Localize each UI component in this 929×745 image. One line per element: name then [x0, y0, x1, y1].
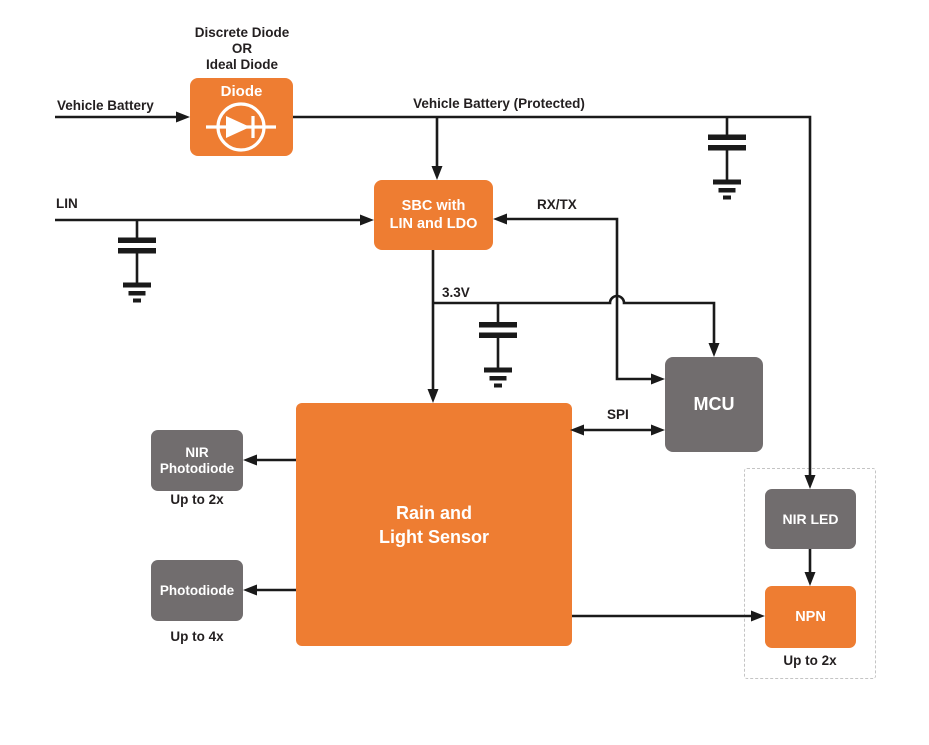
wire-vehicle-battery-input [55, 111, 190, 123]
rain-light-sensor-block: Rain and Light Sensor [296, 403, 572, 646]
capacitor-icon [479, 303, 517, 388]
wire-nir-photodiode [243, 454, 296, 466]
sbc-block-label-line1: SBC with [401, 198, 466, 214]
photodiode-count-label: Up to 4x [170, 629, 224, 644]
rain-block-label-line1: Rain and [395, 502, 472, 523]
wire-rx-tx [493, 213, 665, 385]
vehicle-battery-protected-label: Vehicle Battery (Protected) [413, 96, 585, 111]
nir-photodiode-block: NIR Photodiode [151, 430, 243, 491]
mcu-block-label: MCU [693, 394, 735, 414]
rain-block-label-line2: Light Sensor [378, 526, 489, 547]
spi-label: SPI [607, 407, 629, 422]
diode-note-line3: Ideal Diode [205, 57, 279, 72]
ground-icon [123, 282, 151, 303]
capacitor-icon [708, 117, 746, 200]
ground-icon [484, 367, 512, 388]
diode-block: Diode [190, 78, 293, 156]
ground-icon [713, 179, 741, 200]
diode-note: Discrete Diode OR Ideal Diode [195, 25, 290, 73]
rx-tx-label: RX/TX [537, 197, 577, 212]
diode-block-label: Diode [220, 83, 263, 100]
mcu-block: MCU [665, 357, 763, 452]
wire-spi [570, 424, 665, 436]
npn-block: NPN [765, 586, 856, 648]
lin-label: LIN [56, 196, 78, 211]
nir-photodiode-count-label: Up to 2x [170, 492, 224, 507]
sbc-block: SBC with LIN and LDO [374, 180, 493, 250]
wire-lin-input [55, 214, 374, 226]
wire-sbc-supply [431, 117, 443, 180]
nir-led-block-label: NIR LED [782, 511, 839, 527]
photodiode-block: Photodiode [151, 560, 243, 621]
diode-note-line1: Discrete Diode [194, 25, 290, 40]
npn-block-label: NPN [795, 609, 826, 625]
photodiode-block-label: Photodiode [159, 583, 235, 598]
npn-count-label: Up to 2x [783, 653, 837, 668]
wire-npn-drive [572, 610, 765, 622]
nir-photodiode-label-line2: Photodiode [159, 460, 235, 476]
wire-photodiode [243, 584, 296, 596]
capacitor-icon [118, 220, 156, 303]
diode-note-line2: OR [231, 41, 253, 56]
sbc-block-label-line2: LIN and LDO [389, 216, 478, 232]
nir-led-block: NIR LED [765, 489, 856, 549]
nir-photodiode-label-line1: NIR [185, 444, 209, 460]
3v3-label: 3.3V [442, 285, 470, 300]
vehicle-battery-label: Vehicle Battery [57, 98, 154, 113]
